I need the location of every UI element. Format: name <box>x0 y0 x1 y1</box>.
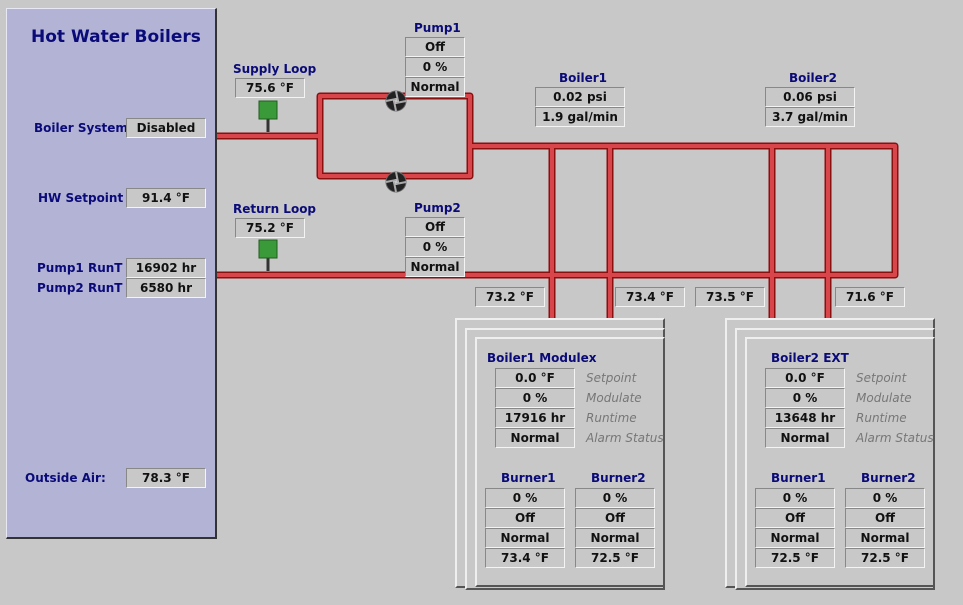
boiler2-setpoint[interactable]: 0.0 °F <box>765 368 845 388</box>
boiler2-burner2-status: Off <box>845 508 925 528</box>
boiler-system-panel: Hot Water Boilers Boiler System Disabled… <box>6 8 217 539</box>
boiler1-setpoint[interactable]: 0.0 °F <box>495 368 575 388</box>
boiler1-runtime-label: Runtime <box>586 411 637 425</box>
boiler1-header-label: Boiler1 <box>559 71 608 85</box>
boiler2-runtime-label: Runtime <box>856 411 907 425</box>
boiler1-alarm-label: Alarm Status <box>586 431 664 445</box>
pump1-label: Pump1 <box>414 21 461 35</box>
pump1-runtime-value: 16902 hr <box>126 258 206 278</box>
boiler2-burner1-fire: 0 % <box>755 488 835 508</box>
boiler1-burner2-fire: 0 % <box>575 488 655 508</box>
boiler2-burner2-label: Burner2 <box>861 471 916 485</box>
pump2-runtime-label: Pump2 RunT <box>37 281 123 295</box>
outside-air-value: 78.3 °F <box>126 468 206 488</box>
boiler1-burner2-label: Burner2 <box>591 471 646 485</box>
boiler1-pressure: 0.02 psi <box>535 87 625 107</box>
pump2-status[interactable]: Off <box>405 217 465 237</box>
boiler1-burner1-fire: 0 % <box>485 488 565 508</box>
return-loop-label: Return Loop <box>233 202 317 216</box>
boiler-system-value[interactable]: Disabled <box>126 118 206 138</box>
boiler1-setpoint-label: Setpoint <box>586 371 637 385</box>
supply-sensor-icon <box>258 100 278 132</box>
supply-loop-temp: 75.6 °F <box>235 78 305 98</box>
boiler1-burner2-temp: 72.5 °F <box>575 548 655 568</box>
boiler2-burner1-temp: 72.5 °F <box>755 548 835 568</box>
boiler1-return-temp: 73.2 °F <box>475 287 545 307</box>
hw-setpoint-value[interactable]: 91.4 °F <box>126 188 206 208</box>
pump1-alarm: Normal <box>405 77 465 97</box>
outside-air-label: Outside Air: <box>25 471 106 485</box>
boiler2-return-temp: 73.5 °F <box>695 287 765 307</box>
pump2-alarm: Normal <box>405 257 465 277</box>
boiler1-burner1-alarm: Normal <box>485 528 565 548</box>
hw-setpoint-label: HW Setpoint <box>38 191 124 205</box>
pump1-speed[interactable]: 0 % <box>405 57 465 77</box>
return-loop-temp: 75.2 °F <box>235 218 305 238</box>
boiler1-burner2-alarm: Normal <box>575 528 655 548</box>
boiler2-alarm: Normal <box>765 428 845 448</box>
pump2-runtime-value: 6580 hr <box>126 278 206 298</box>
boiler2-burner1-status: Off <box>755 508 835 528</box>
boiler2-modulate[interactable]: 0 % <box>765 388 845 408</box>
boiler1-modulate[interactable]: 0 % <box>495 388 575 408</box>
boiler1-burner1-temp: 73.4 °F <box>485 548 565 568</box>
boiler1-alarm: Normal <box>495 428 575 448</box>
boiler1-supply-temp: 73.4 °F <box>615 287 685 307</box>
boiler2-alarm-label: Alarm Status <box>856 431 934 445</box>
boiler2-burner2-temp: 72.5 °F <box>845 548 925 568</box>
boiler1-card: Boiler1 Modulex 0.0 °F Setpoint 0 % Modu… <box>475 337 665 587</box>
boiler2-burner2-alarm: Normal <box>845 528 925 548</box>
boiler2-pressure: 0.06 psi <box>765 87 855 107</box>
boiler2-burner2-fire: 0 % <box>845 488 925 508</box>
pump2-impeller-icon <box>385 171 407 193</box>
supply-pipe-outline <box>212 92 899 322</box>
boiler2-setpoint-label: Setpoint <box>856 371 907 385</box>
boiler1-flow: 1.9 gal/min <box>535 107 625 127</box>
boiler1-runtime: 17916 hr <box>495 408 575 428</box>
boiler1-burner1-status: Off <box>485 508 565 528</box>
boiler1-burner1-label: Burner1 <box>501 471 556 485</box>
boiler2-supply-temp: 71.6 °F <box>835 287 905 307</box>
boiler2-modulate-label: Modulate <box>856 391 912 405</box>
boiler1-card-title: Boiler1 Modulex <box>487 351 597 365</box>
boiler1-burner2-status: Off <box>575 508 655 528</box>
boiler2-header-label: Boiler2 <box>789 71 838 85</box>
pump2-speed[interactable]: 0 % <box>405 237 465 257</box>
pump1-impeller-icon <box>385 90 407 112</box>
boiler2-flow: 3.7 gal/min <box>765 107 855 127</box>
pump1-status[interactable]: Off <box>405 37 465 57</box>
boiler2-card: Boiler2 EXT 0.0 °F Setpoint 0 % Modulate… <box>745 337 935 587</box>
supply-loop-label: Supply Loop <box>233 62 317 76</box>
return-sensor-icon <box>258 239 278 271</box>
boiler1-modulate-label: Modulate <box>586 391 642 405</box>
boiler2-card-title: Boiler2 EXT <box>771 351 849 365</box>
boiler-system-label: Boiler System <box>34 121 128 135</box>
boiler2-burner1-alarm: Normal <box>755 528 835 548</box>
pump1-runtime-label: Pump1 RunT <box>37 261 123 275</box>
pump2-label: Pump2 <box>414 201 461 215</box>
boiler2-runtime: 13648 hr <box>765 408 845 428</box>
panel-title: Hot Water Boilers <box>31 27 201 47</box>
boiler2-burner1-label: Burner1 <box>771 471 826 485</box>
